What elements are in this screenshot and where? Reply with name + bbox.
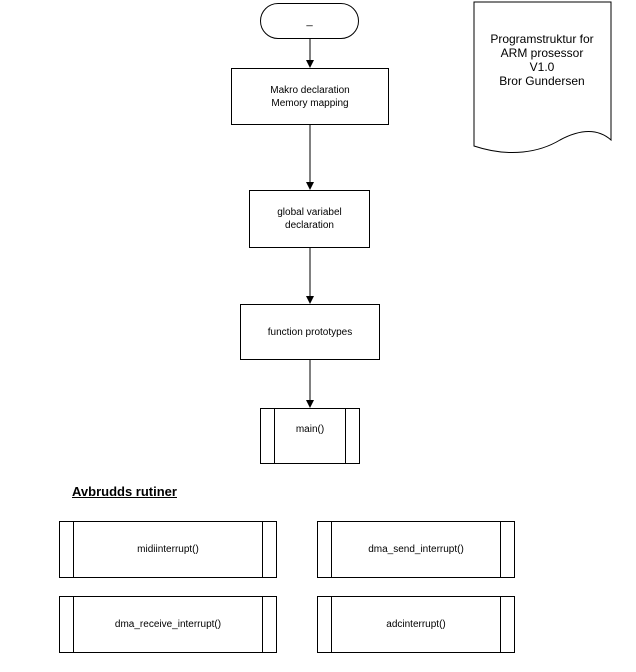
subroutine-label: main() [295, 424, 325, 435]
subroutine-dma-send-interrupt: dma_send_interrupt() [317, 521, 515, 578]
start-terminator-label: _ [306, 15, 313, 27]
process-step-label: Makro declaration Memory mapping [270, 84, 350, 109]
process-step-label: function prototypes [267, 326, 353, 338]
process-step-global-variables: global variabel declaration [249, 190, 370, 248]
document-note-text: Programstruktur for ARM prosessor V1.0 B… [490, 32, 594, 88]
subroutine-midi-interrupt: midiinterrupt() [59, 521, 277, 578]
subroutine-label: dma_receive_interrupt() [114, 619, 222, 630]
process-step-macro-declaration: Makro declaration Memory mapping [231, 68, 389, 125]
subroutine-main: main() [260, 408, 360, 464]
subroutine-adc-interrupt: adcinterrupt() [317, 596, 515, 653]
start-terminator: _ [260, 3, 359, 39]
process-step-label: global variabel declaration [277, 207, 342, 231]
subroutine-label: dma_send_interrupt() [368, 544, 464, 555]
subroutine-dma-receive-interrupt: dma_receive_interrupt() [59, 596, 277, 653]
subroutine-label: midiinterrupt() [137, 544, 199, 555]
subroutine-label: adcinterrupt() [386, 619, 446, 630]
document-shape [473, 1, 612, 154]
process-step-function-prototypes: function prototypes [240, 304, 380, 360]
interrupt-section-heading: Avbrudds rutiner [72, 484, 177, 499]
